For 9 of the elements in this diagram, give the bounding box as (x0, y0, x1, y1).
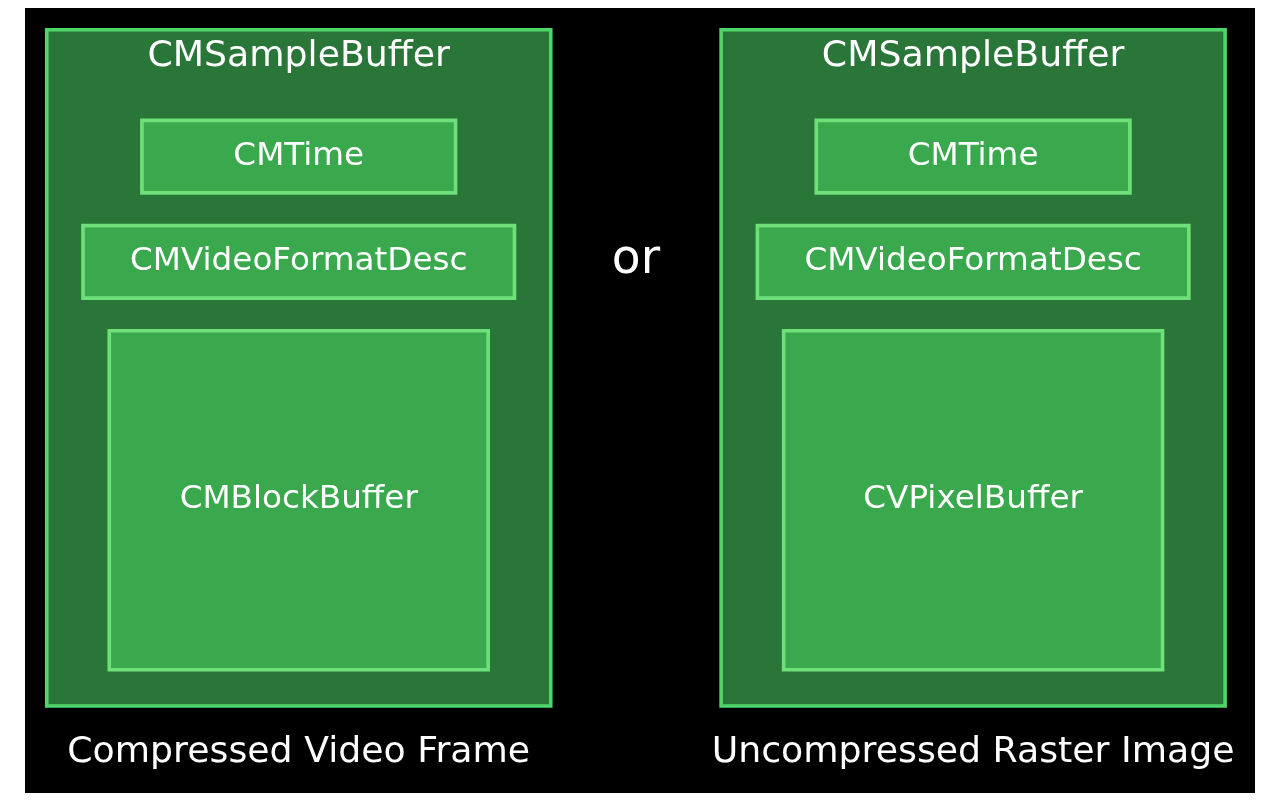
node-label: Compressed Video Frame (67, 728, 531, 772)
label: or (611, 229, 661, 285)
node-box: CMTime (140, 118, 458, 195)
node-box: CMVideoFormatDesc (755, 223, 1191, 300)
node-box: CMTime (814, 118, 1132, 195)
node-label: Uncompressed Raster Image (711, 728, 1235, 772)
node-box: CVPixelBuffer (781, 328, 1165, 672)
node-box: CMVideoFormatDesc (81, 223, 517, 300)
node-box: CMBlockBuffer (107, 328, 490, 672)
